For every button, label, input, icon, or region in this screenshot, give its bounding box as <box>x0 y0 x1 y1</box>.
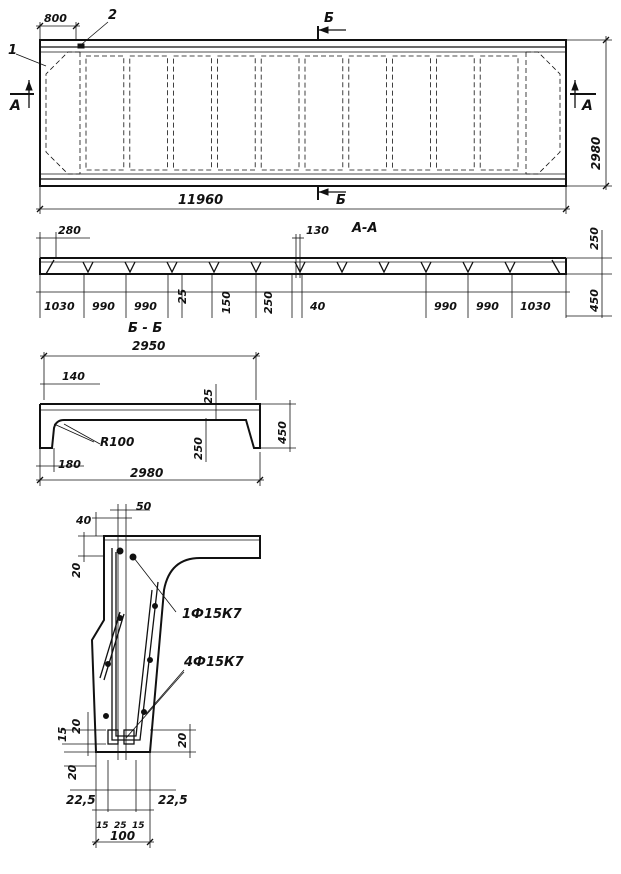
plan-panel <box>392 55 431 171</box>
dim-450-aa: 450 <box>588 289 601 313</box>
section-aa-dim: 990 <box>134 300 157 313</box>
dim-280: 280 <box>58 224 81 237</box>
dim-20-right: 20 <box>176 732 189 748</box>
section-aa-dim: 990 <box>476 300 499 313</box>
section-mark-a-left: A <box>9 98 21 114</box>
section-aa-dim: 40 <box>309 300 326 313</box>
dim-11960: 11960 <box>178 193 223 208</box>
callout-2: 2 <box>108 8 117 23</box>
section-aa-dim: 990 <box>434 300 457 313</box>
section-aa-dim: 250 <box>262 291 275 314</box>
rib-mark <box>336 261 348 274</box>
dim-20-bottom: 20 <box>66 764 79 780</box>
dim-140: 140 <box>62 370 85 383</box>
plan-panel <box>129 55 169 171</box>
dim-2950: 2950 <box>132 339 165 353</box>
plan-panel <box>173 55 212 171</box>
rib-mark <box>124 261 136 274</box>
section-aa: A-A 280 130 250 450 1030 990 990 25 150 250 40… <box>36 221 612 318</box>
section-bb-title: Б - Б <box>128 321 162 336</box>
rib-mark <box>250 261 262 274</box>
dim-15-b: 15 <box>132 821 145 831</box>
section-bb-outline <box>39 403 261 449</box>
dim-130: 130 <box>306 224 329 237</box>
section-mark-b-bottom: Б <box>336 193 346 208</box>
plan-end-right-dashed <box>526 51 561 175</box>
dim-22-5-right: 22,5 <box>158 793 188 807</box>
dim-250-bb: 250 <box>192 437 205 460</box>
rib-mark <box>166 261 178 274</box>
dim-2980-bb: 2980 <box>130 466 163 480</box>
section-aa-rib-marks <box>82 261 516 274</box>
section-aa-dim: 1030 <box>44 300 75 313</box>
section-bb: Б - Б 2950 140 25 450 250 R100 180 <box>36 321 296 486</box>
dim-22-5-left: 22,5 <box>66 793 96 807</box>
section-aa-dim: 990 <box>92 300 115 313</box>
rib-detail: 40 50 20 1Ф15К7 4Ф15К7 15 <box>56 500 261 848</box>
dim-20-left: 20 <box>70 718 83 734</box>
plan-panel <box>479 55 519 171</box>
plan-slab-outline <box>39 39 567 187</box>
plan-panel <box>435 55 475 171</box>
callout-1: 1 <box>8 43 17 58</box>
plan-panel <box>85 55 125 171</box>
dim-20-top: 20 <box>70 562 83 578</box>
plan-view: 800 1 2 Б Б A A 2980 <box>8 8 612 214</box>
dim-180: 180 <box>58 458 81 471</box>
rib-mark <box>208 261 220 274</box>
dim-25-bb: 25 <box>202 388 215 404</box>
dim-250-aa: 250 <box>588 227 601 250</box>
dim-50-detail: 50 <box>136 500 152 513</box>
plan-panel <box>348 55 387 171</box>
section-mark-a-right: A <box>581 98 593 114</box>
section-mark-b-top: Б <box>324 11 334 26</box>
rib-mark <box>462 261 474 274</box>
rib-mark <box>82 261 94 274</box>
rebar-label-4: 4Ф15К7 <box>183 655 245 670</box>
dim-800: 800 <box>44 12 67 25</box>
rib-mark <box>420 261 432 274</box>
rebar-label-1: 1Ф15К7 <box>182 607 243 622</box>
section-aa-dim: 150 <box>220 291 233 314</box>
dim-40-detail: 40 <box>75 514 92 527</box>
dim-100: 100 <box>110 829 135 843</box>
plan-end-left-dashed <box>45 51 80 175</box>
plan-panel <box>216 55 256 171</box>
rib-mark <box>504 261 516 274</box>
dim-25-detail: 25 <box>114 821 127 831</box>
section-aa-title: A-A <box>351 221 378 236</box>
plan-panel <box>260 55 300 171</box>
dim-2980-plan: 2980 <box>589 137 603 170</box>
dim-15-a: 15 <box>96 821 109 831</box>
plan-panel <box>304 55 344 171</box>
rib-mark <box>378 261 390 274</box>
section-aa-dim: 25 <box>176 288 189 304</box>
section-aa-bottom-dims: 1030 990 990 25 150 250 40 990 990 1030 <box>39 274 567 318</box>
dim-450-bb: 450 <box>276 421 289 445</box>
section-aa-dim: 1030 <box>520 300 551 313</box>
dim-15-left: 15 <box>56 726 69 742</box>
dim-r100: R100 <box>100 435 134 449</box>
plan-dashed-panels <box>85 55 519 171</box>
